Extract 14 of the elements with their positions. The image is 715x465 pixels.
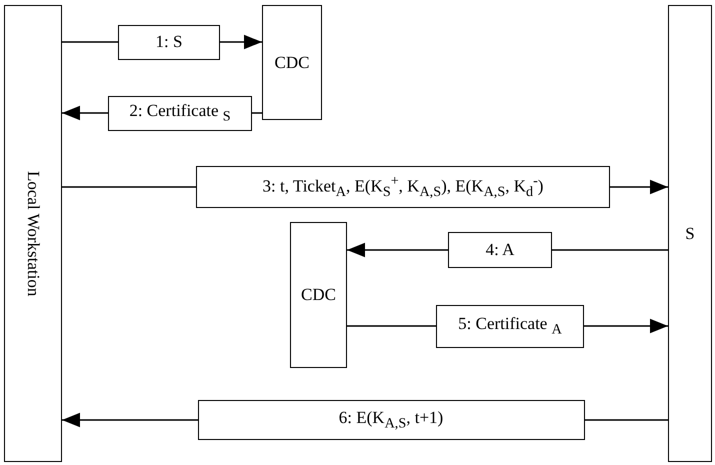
edge-label: 2: Certificate $_{S}$ [108,96,252,130]
actor-name: Local Workstation [23,170,43,296]
actor-name: CDC [274,52,310,72]
edge-label: 1: S [118,24,220,60]
edge-label: 6: E(K$_{A,S}$, t+1) [198,400,584,440]
actor-name: S [685,224,695,244]
actor-name: CDC [301,285,336,305]
actor-lifeline-box [668,5,712,462]
actor-box [290,222,347,368]
edge-label: 5: Certificate $_{A}$ [436,304,584,348]
edge-label: 4: A [448,232,552,268]
edge-label: 3: t, Ticket$_{A}$, E(K$_{S}$$^{+}$, K$_{A,S}$), E(K$_{A,S}$, K$_{d}$$^{-}$) [196,166,610,208]
actor-lifeline-box [4,5,62,462]
actor-box [262,5,322,120]
